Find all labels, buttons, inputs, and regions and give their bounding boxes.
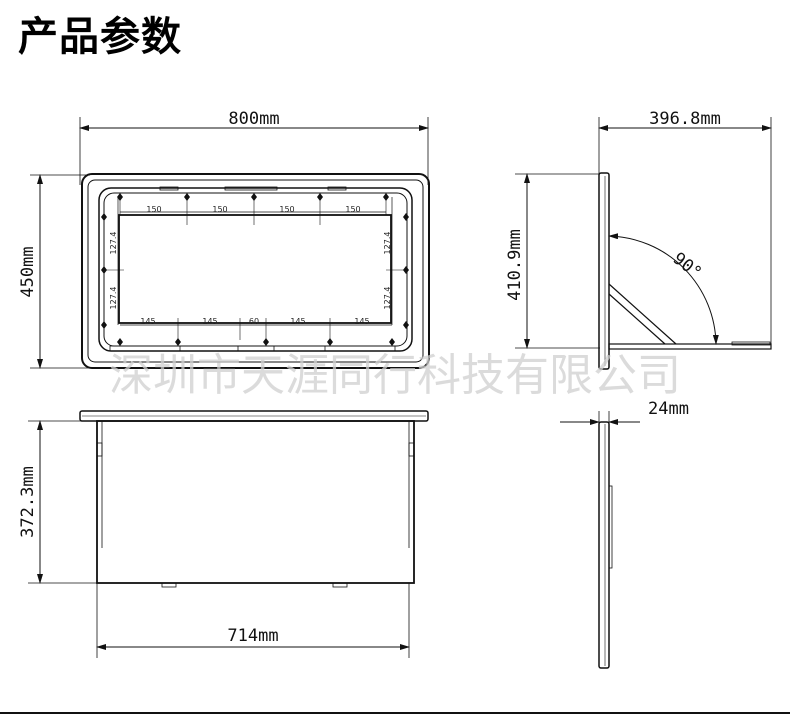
page-title: 产品参数 [18, 14, 182, 60]
thickness-label: 24mm [648, 399, 689, 419]
side-height-label: 410.9mm [505, 229, 525, 301]
front-body [96, 420, 415, 584]
front-width-label: 714mm [227, 626, 278, 646]
spacing-top-3: 150 [279, 205, 294, 214]
company-watermark: 深圳市天涯同行科技有限公司 [109, 350, 681, 401]
spacing-top-1: 150 [146, 205, 161, 214]
spacing-right-1: 127.4 [383, 232, 392, 255]
spacing-bottom-5: 145 [354, 317, 369, 326]
mounting-holes [101, 193, 409, 346]
spacing-left-1: 127.4 [109, 232, 118, 255]
top-frame-outer [81, 173, 430, 369]
spacing-right-2: 127.4 [383, 287, 392, 310]
spacing-bottom-4: 145 [290, 317, 305, 326]
angle-label: 90° [669, 249, 706, 284]
spacing-left-2: 127.4 [109, 287, 118, 310]
spacing-bottom-2: 145 [202, 317, 217, 326]
top-window [118, 214, 392, 324]
angle-arc [608, 233, 719, 345]
front-view [28, 410, 429, 658]
spacing-top-4: 150 [345, 205, 360, 214]
folded-panel [598, 421, 610, 669]
side-view [515, 117, 772, 669]
side-panel [598, 172, 610, 370]
top-width-label: 800mm [228, 109, 279, 129]
bottom-divider [0, 712, 790, 714]
spacing-top-2: 150 [212, 205, 227, 214]
top-view [30, 117, 430, 369]
front-height-label: 372.3mm [18, 466, 38, 538]
spacing-bottom-1: 145 [140, 317, 155, 326]
top-height-label: 450mm [18, 246, 38, 297]
side-depth-label: 396.8mm [649, 109, 721, 129]
spacing-bottom-3: 60 [249, 317, 259, 326]
